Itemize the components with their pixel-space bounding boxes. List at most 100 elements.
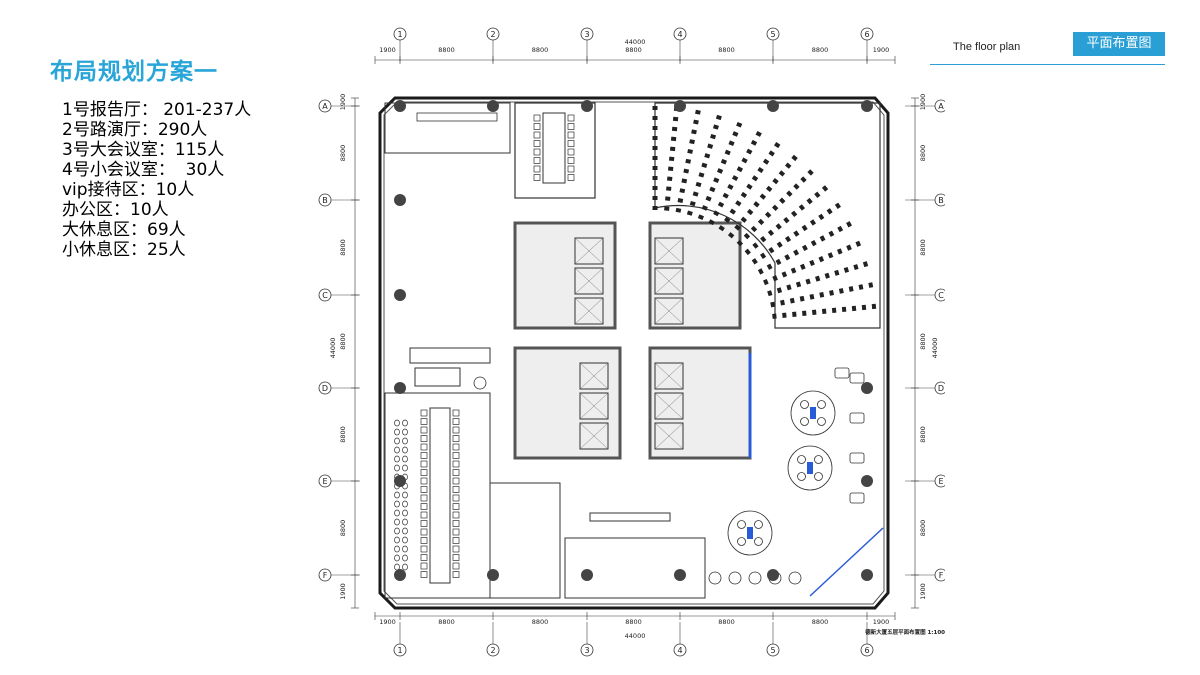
chair <box>402 455 408 463</box>
stage <box>416 112 498 122</box>
grid-number-label: 1 <box>397 30 402 39</box>
seat <box>779 197 786 204</box>
dimension-label: 8800 <box>339 239 347 256</box>
capacity-item: 3号大会议室：115人 <box>62 140 225 160</box>
seat <box>784 235 792 243</box>
seat <box>705 195 712 202</box>
seat <box>751 175 759 182</box>
seat <box>736 166 743 173</box>
structural-column <box>394 194 406 206</box>
chair <box>402 419 408 427</box>
seat <box>698 172 705 178</box>
dimension-label: 8800 <box>532 46 549 54</box>
seat <box>871 303 877 310</box>
chair <box>420 486 428 493</box>
seat <box>800 263 806 270</box>
capacity-item: 4号小会议室： 30人 <box>62 160 225 180</box>
meeting-4-table <box>542 112 566 184</box>
lounge-seat-cluster <box>708 571 722 585</box>
chair <box>420 435 428 442</box>
seat <box>713 177 720 183</box>
structural-column <box>767 100 779 112</box>
grid-number-label: 6 <box>864 30 869 39</box>
seat <box>760 252 767 259</box>
chair <box>402 500 408 508</box>
seat <box>695 181 702 188</box>
seat <box>781 271 788 278</box>
chair <box>402 446 408 454</box>
grid-number-label: 1 <box>397 646 402 655</box>
seat <box>762 158 770 165</box>
seat <box>681 178 688 184</box>
structural-column <box>394 289 406 301</box>
seat <box>809 293 815 300</box>
chair <box>394 428 400 436</box>
seat <box>827 252 834 259</box>
chair <box>452 545 460 553</box>
chair <box>533 123 541 130</box>
seat <box>652 206 658 210</box>
chair <box>420 511 428 519</box>
room-office <box>564 537 706 599</box>
dimension-label: 8800 <box>438 618 455 626</box>
lounge-chair <box>800 417 809 426</box>
structural-column <box>487 100 499 112</box>
sofa <box>849 492 865 504</box>
seat <box>793 183 800 190</box>
seat <box>734 224 741 231</box>
big-meeting-table <box>429 407 451 584</box>
seat <box>709 186 716 193</box>
chair <box>533 131 541 139</box>
seat <box>712 124 719 130</box>
seat <box>848 286 854 292</box>
seat <box>744 248 751 256</box>
chair <box>402 518 408 526</box>
seat <box>763 279 769 286</box>
chair <box>394 554 400 562</box>
seat <box>819 291 825 298</box>
seat <box>757 166 764 174</box>
elevator-shaft <box>574 237 604 265</box>
seat <box>652 126 658 130</box>
seat <box>767 290 773 297</box>
seat <box>670 136 677 142</box>
chair <box>402 536 408 544</box>
grid-bubble <box>934 568 945 582</box>
chair <box>420 545 428 553</box>
elevator-shaft <box>654 297 684 325</box>
room-roadshow-hall-2 <box>654 102 881 329</box>
chair <box>452 511 460 519</box>
chair <box>452 537 460 544</box>
lounge-chair <box>797 455 806 464</box>
seat <box>753 201 760 208</box>
grid-bubble <box>934 288 945 302</box>
grid-letter-label: A <box>322 102 328 111</box>
header-divider <box>930 64 1165 65</box>
dimension-label: 8800 <box>919 333 927 350</box>
seat <box>686 210 693 216</box>
seat <box>776 287 783 294</box>
accent-mark <box>747 527 753 539</box>
chair <box>533 140 541 147</box>
seat <box>815 275 821 282</box>
seat <box>724 149 731 156</box>
lounge-seat-cluster <box>788 571 802 585</box>
seat <box>755 131 762 137</box>
total-dimension-label: 44000 <box>931 338 939 359</box>
capacity-list: 1号报告厅： 201-237人 2号路演厅：290人 3号大会议室：115人 4… <box>62 100 251 260</box>
grid-number-label: 6 <box>864 646 869 655</box>
seat <box>765 185 773 192</box>
seat <box>831 307 837 314</box>
grid-number-label: 4 <box>677 646 682 655</box>
seat <box>732 131 739 137</box>
chair <box>402 491 408 499</box>
seat <box>671 126 678 132</box>
chair <box>402 545 408 553</box>
seat <box>834 202 841 209</box>
chair <box>402 527 408 535</box>
chair <box>420 477 428 485</box>
seat <box>846 244 852 251</box>
grid-number-label: 4 <box>677 30 682 39</box>
dimension-label: 8800 <box>812 618 829 626</box>
seat <box>801 224 808 232</box>
